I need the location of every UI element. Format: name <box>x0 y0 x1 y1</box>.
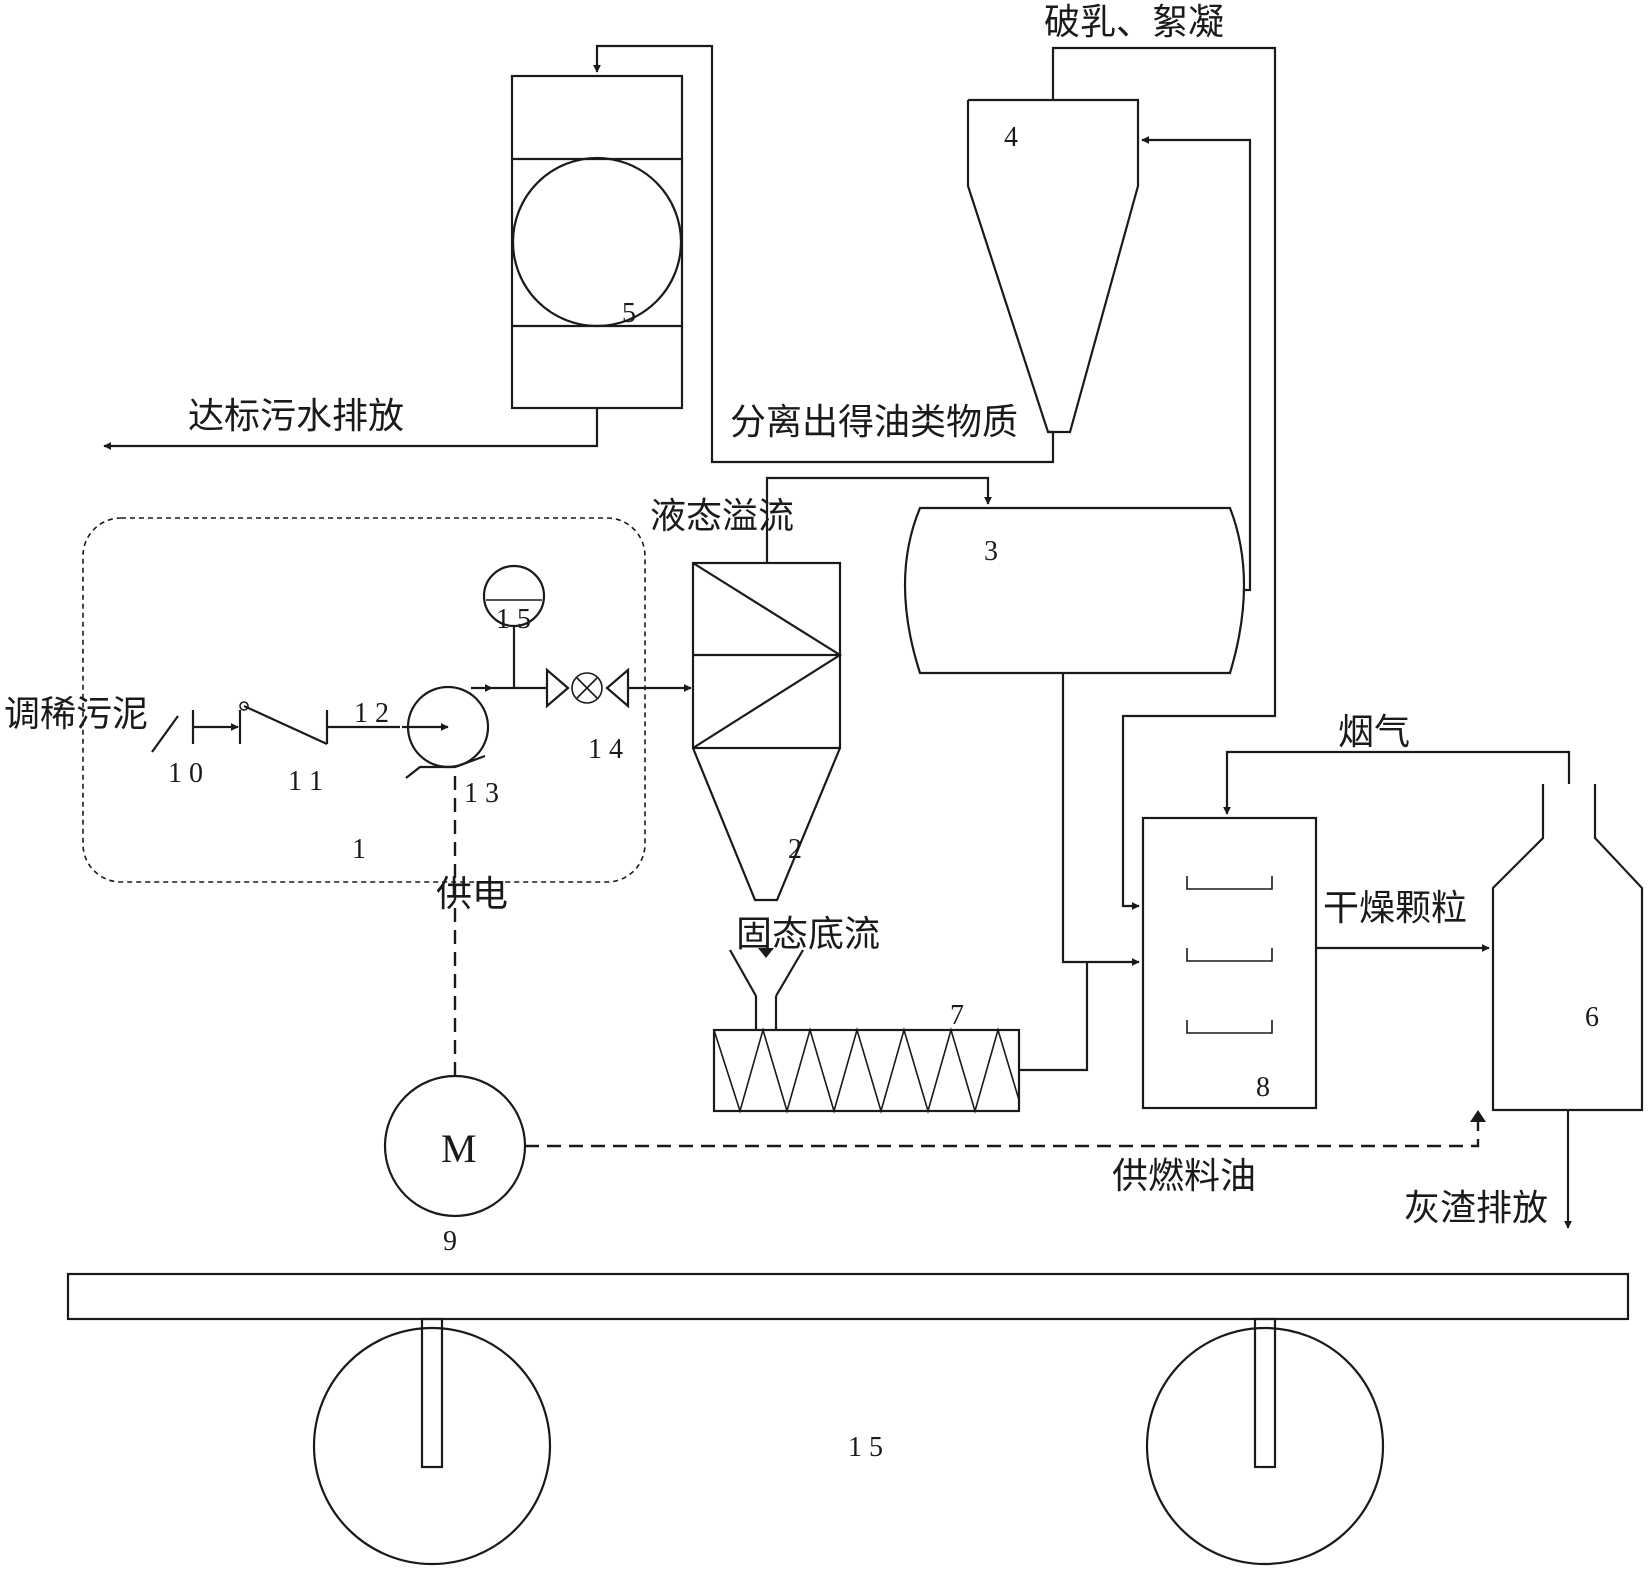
valve-14 <box>545 667 630 709</box>
line-water-discharge <box>103 408 599 450</box>
label-5: 5 <box>622 298 636 329</box>
strainer-10 <box>151 715 179 753</box>
line-oil-to-5 <box>593 44 1055 464</box>
label-9: 9 <box>443 1226 457 1257</box>
label-13: 1 3 <box>464 778 499 809</box>
line-3-to-4 <box>1141 136 1252 592</box>
unit-4-cyclone: 4 <box>966 98 1140 434</box>
label-demulsify: 破乳、絮凝 <box>1044 2 1224 43</box>
motor-label: M <box>441 1126 477 1171</box>
label-1: 1 <box>352 834 366 865</box>
unit-5-filter: 5 <box>510 74 684 410</box>
label-fuel-supply: 供燃料油 <box>1112 1156 1256 1197</box>
label-15-vehicle: 1 5 <box>848 1432 883 1463</box>
line-demulsify <box>1051 46 1277 910</box>
label-flue-gas: 烟气 <box>1338 712 1410 753</box>
unit-3-tank: 3 <box>903 506 1246 675</box>
label-4: 4 <box>1004 122 1018 153</box>
label-2: 2 <box>788 834 802 865</box>
unit-2-separator: 2 <box>691 561 843 902</box>
line-flue-gas <box>1223 750 1571 815</box>
unit-8-dryer: 8 <box>1141 816 1318 1110</box>
line-7-to-8 <box>1019 962 1089 1072</box>
label-14: 1 4 <box>588 734 623 765</box>
fuel-line <box>525 1114 1480 1148</box>
line-liquid-overflow <box>765 476 992 563</box>
label-11: 1 1 <box>288 766 323 797</box>
label-dry-granules: 干燥颗粒 <box>1323 888 1467 929</box>
label-discharge-water: 达标污水排放 <box>188 396 404 437</box>
label-8: 8 <box>1256 1072 1270 1103</box>
unit-1-pretreatment: 1 1 0 1 1 1 2 1 3 1 5 <box>82 517 646 883</box>
line-3-to-8 <box>1061 673 1140 966</box>
label-solid-underflow: 固态底流 <box>736 914 880 955</box>
label-power-supply: 供电 <box>436 874 508 915</box>
unit-7-screw-conveyor: 7 <box>712 949 1021 1114</box>
label-3: 3 <box>984 536 998 567</box>
unit-6-incinerator: 6 <box>1491 784 1644 1112</box>
label-7: 7 <box>950 1000 964 1031</box>
label-liquid-overflow: 液态溢流 <box>650 496 794 537</box>
label-diluted-sludge: 调稀污泥 <box>4 694 148 735</box>
vehicle-15: 1 5 <box>66 1272 1630 1566</box>
label-6: 6 <box>1585 1002 1599 1033</box>
check-valve-11 <box>239 701 249 711</box>
label-15-gauge: 1 5 <box>496 604 531 635</box>
pressure-gauge-15 <box>482 564 546 628</box>
motor-9: M 9 <box>383 1074 527 1257</box>
label-separated-oil: 分离出得油类物质 <box>730 402 1018 443</box>
label-10: 1 0 <box>168 758 203 789</box>
label-ash-discharge: 灰渣排放 <box>1404 1188 1548 1229</box>
label-12: 1 2 <box>354 698 389 729</box>
